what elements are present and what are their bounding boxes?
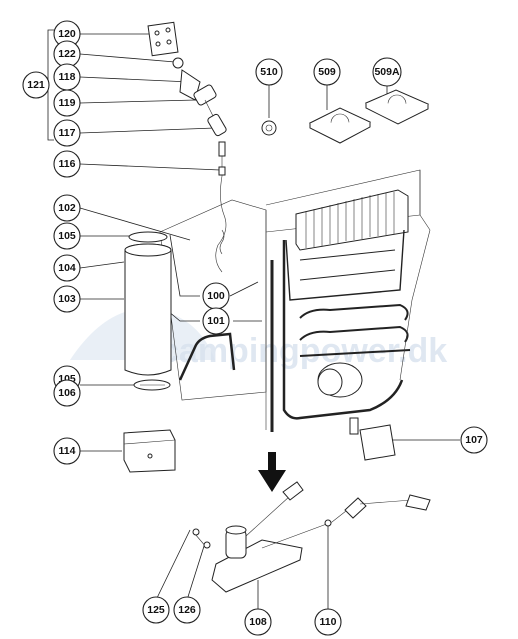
callout-114: 114: [53, 437, 81, 465]
thermostat-assembly: [147, 21, 227, 176]
callout-102: 102: [53, 194, 81, 222]
burner-assembly: [192, 481, 431, 593]
svg-text:121: 121: [27, 79, 45, 91]
cooling-unit: [265, 169, 431, 432]
callout-118: 118: [53, 63, 81, 91]
callout-104: 104: [53, 254, 81, 282]
svg-text:105: 105: [58, 230, 76, 242]
callout-119: 119: [53, 89, 81, 117]
callout-105a: 105: [53, 222, 81, 250]
callout-106: 106: [53, 379, 81, 407]
svg-text:114: 114: [59, 445, 76, 457]
callout-510: 510: [255, 58, 283, 86]
svg-text:101: 101: [207, 315, 225, 327]
burner-cylinder: [124, 231, 172, 391]
flue-pipe: [178, 332, 236, 381]
down-arrow-icon: [258, 452, 286, 492]
small-clip: [349, 417, 359, 435]
svg-text:110: 110: [320, 616, 337, 628]
svg-text:104: 104: [58, 262, 76, 274]
svg-text:107: 107: [465, 434, 483, 446]
callout-110: 110: [314, 608, 342, 636]
svg-text:103: 103: [58, 293, 76, 305]
svg-text:122: 122: [58, 48, 76, 60]
svg-text:117: 117: [59, 127, 76, 139]
callout-122: 122: [53, 40, 81, 68]
callout-107: 107: [460, 426, 488, 454]
ignition-wire: [215, 175, 227, 273]
callout-121: 121: [22, 71, 50, 99]
callout-108: 108: [244, 608, 272, 636]
fan-parts: [261, 89, 430, 144]
svg-text:108: 108: [249, 616, 267, 628]
callout-116: 116: [53, 150, 81, 178]
svg-text:126: 126: [178, 604, 196, 616]
svg-text:118: 118: [59, 71, 76, 83]
callout-101: 101: [202, 307, 230, 335]
callout-125: 125: [142, 596, 170, 624]
svg-text:116: 116: [59, 158, 76, 170]
svg-text:106: 106: [58, 387, 76, 399]
svg-text:119: 119: [59, 97, 76, 109]
svg-text:102: 102: [58, 202, 76, 214]
callout-126: 126: [173, 596, 201, 624]
callout-100: 100: [202, 282, 230, 310]
svg-text:509A: 509A: [374, 66, 400, 78]
svg-text:509: 509: [318, 66, 336, 78]
svg-text:120: 120: [58, 28, 76, 40]
mounting-bracket: [359, 424, 396, 461]
callout-509A: 509A: [372, 57, 402, 87]
svg-text:100: 100: [207, 290, 225, 302]
svg-text:510: 510: [260, 66, 278, 78]
callout-509: 509: [313, 58, 341, 86]
callout-117: 117: [53, 119, 81, 147]
control-box: [123, 429, 176, 473]
svg-text:125: 125: [147, 604, 165, 616]
callout-103: 103: [53, 285, 81, 313]
